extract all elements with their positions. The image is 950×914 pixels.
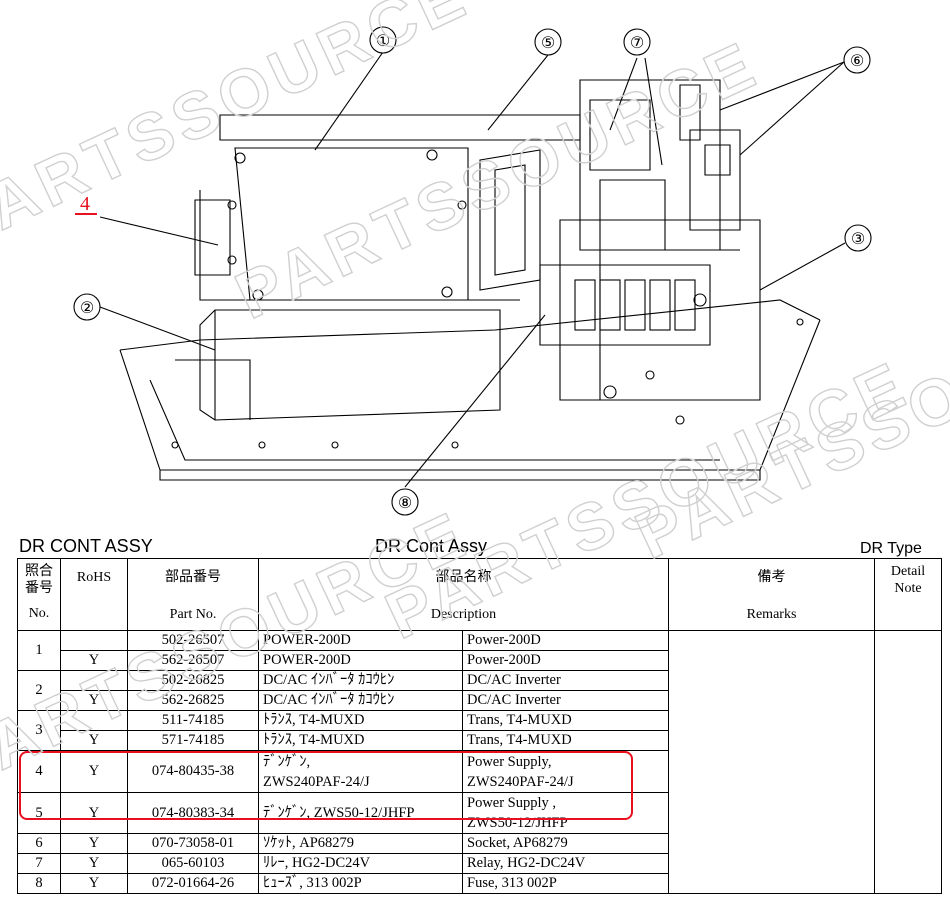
cell-no: 7 bbox=[17, 853, 61, 874]
cell-part-no: 562-26507 bbox=[127, 650, 259, 671]
cell-desc-en: Fuse, 313 002P bbox=[461, 873, 670, 894]
cell-desc-en: Power-200D bbox=[461, 650, 670, 671]
callout-5: ⑤ bbox=[541, 33, 555, 52]
cell-rohs: Y bbox=[60, 873, 128, 894]
cell-part-no: 511-74185 bbox=[127, 710, 259, 731]
cell-rohs bbox=[60, 710, 128, 731]
table-row: 8 Y 072-01664-26 ﾋｭｰｽﾞ, 313 002P Fuse, 3… bbox=[17, 873, 942, 894]
table-title-right: DR Type bbox=[860, 540, 922, 557]
assembly-linework bbox=[119, 79, 821, 481]
cell-no: 5 bbox=[17, 792, 61, 834]
table-title-left: DR CONT ASSY bbox=[19, 536, 153, 556]
callout-labels: ① ⑤ ⑦ ⑥ ③ ② ⑧ bbox=[80, 31, 865, 512]
cell-desc-en: DC/AC Inverter bbox=[461, 670, 670, 691]
cell-rohs: Y bbox=[60, 750, 128, 793]
cell-rohs: Y bbox=[60, 690, 128, 711]
cell-rohs: Y bbox=[60, 650, 128, 671]
cell-no: 2 bbox=[17, 670, 61, 711]
cell-no: 8 bbox=[17, 873, 61, 894]
cell-desc-jp: ﾃﾞﾝｹﾞﾝ, ZWS240PAF-24/J bbox=[258, 750, 463, 793]
cell-detail-note bbox=[874, 630, 943, 894]
cell-rohs bbox=[60, 670, 128, 691]
cell-no: 1 bbox=[17, 630, 61, 671]
cell-part-no: 074-80435-38 bbox=[127, 750, 259, 793]
leader-lines bbox=[99, 51, 846, 488]
table-row: 4 Y 074-80435-38 ﾃﾞﾝｹﾞﾝ, ZWS240PAF-24/J … bbox=[17, 750, 942, 793]
cell-no: 6 bbox=[17, 833, 61, 854]
table-row: Y 562-26825 DC/AC ｲﾝﾊﾞｰﾀ ｶｺｳﾋﾝ DC/AC Inv… bbox=[18, 690, 942, 711]
cell-desc-en: Relay, HG2-DC24V bbox=[461, 853, 670, 874]
callout-circles bbox=[73, 26, 872, 516]
callout-6: ⑥ bbox=[850, 51, 864, 70]
cell-part-no: 562-26825 bbox=[127, 690, 259, 711]
cell-desc-en: Power Supply, ZWS240PAF-24/J bbox=[461, 750, 670, 793]
cell-desc-jp: POWER-200D bbox=[258, 630, 463, 651]
cell-rohs: Y bbox=[60, 853, 128, 874]
cell-rohs: Y bbox=[60, 833, 128, 854]
cell-part-no: 074-80383-34 bbox=[127, 792, 259, 834]
cell-rohs bbox=[60, 630, 128, 651]
cell-no: 4 bbox=[17, 750, 61, 793]
cell-desc-jp: DC/AC ｲﾝﾊﾞｰﾀ ｶｺｳﾋﾝ bbox=[258, 690, 463, 711]
table-row: Y 562-26507 POWER-200D Power-200D bbox=[18, 650, 942, 671]
table-row: 3 511-74185 ﾄﾗﾝｽ, T4-MUXD Trans, T4-MUXD bbox=[17, 710, 942, 751]
cell-desc-en: Socket, AP68279 bbox=[461, 833, 670, 854]
cell-desc-en: Power-200D bbox=[461, 630, 670, 651]
cell-rohs: Y bbox=[60, 792, 128, 834]
cell-desc-jp: ﾄﾗﾝｽ, T4-MUXD bbox=[258, 730, 463, 751]
header-detail-note: Detail Note bbox=[874, 558, 943, 631]
cell-rohs: Y bbox=[60, 730, 128, 751]
table-row: Y 571-74185 ﾄﾗﾝｽ, T4-MUXD Trans, T4-MUXD bbox=[18, 730, 942, 751]
cell-desc-jp: ﾋｭｰｽﾞ, 313 002P bbox=[258, 873, 463, 894]
cell-part-no: 502-26507 bbox=[127, 630, 259, 651]
cell-desc-en: DC/AC Inverter bbox=[461, 690, 670, 711]
cell-desc-jp: POWER-200D bbox=[258, 650, 463, 671]
cell-part-no: 072-01664-26 bbox=[127, 873, 259, 894]
cell-part-no: 502-26825 bbox=[127, 670, 259, 691]
table-row: 1 502-26507 POWER-200D Power-200D bbox=[17, 630, 943, 894]
header-rohs: RoHS bbox=[60, 558, 128, 631]
cell-part-no: 070-73058-01 bbox=[127, 833, 259, 854]
callout-2: ② bbox=[80, 298, 94, 317]
cell-desc-jp: ﾘﾚｰ, HG2-DC24V bbox=[258, 853, 463, 874]
cell-part-no: 571-74185 bbox=[127, 730, 259, 751]
cell-remarks bbox=[668, 630, 876, 894]
cell-part-no: 065-60103 bbox=[127, 853, 259, 874]
assembly-drawing: ① ⑤ ⑦ ⑥ ③ ② ⑧ 4 bbox=[73, 26, 872, 516]
cell-no: 3 bbox=[17, 710, 61, 751]
cell-desc-en: Power Supply , ZWS50-12/JHFP bbox=[461, 792, 670, 834]
cell-desc-en: Trans, T4-MUXD bbox=[461, 730, 670, 751]
table-row: 6 Y 070-73058-01 ｿｹｯﾄ, AP68279 Socket, A… bbox=[17, 833, 942, 854]
cell-desc-en: Trans, T4-MUXD bbox=[461, 710, 670, 731]
callout-3: ③ bbox=[851, 229, 865, 248]
cell-desc-jp: ﾄﾗﾝｽ, T4-MUXD bbox=[258, 710, 463, 731]
table-row: 5 Y 074-80383-34 ﾃﾞﾝｹﾞﾝ, ZWS50-12/JHFP P… bbox=[17, 792, 942, 834]
table-title-center: DR Cont Assy bbox=[375, 536, 488, 556]
table-row: 2 502-26825 DC/AC ｲﾝﾊﾞｰﾀ ｶｺｳﾋﾝ DC/AC Inv… bbox=[17, 670, 942, 711]
callout-1: ① bbox=[376, 31, 390, 50]
callout-7: ⑦ bbox=[630, 33, 644, 52]
cell-desc-jp: DC/AC ｲﾝﾊﾞｰﾀ ｶｺｳﾋﾝ bbox=[258, 670, 463, 691]
cell-desc-jp: ﾃﾞﾝｹﾞﾝ, ZWS50-12/JHFP bbox=[258, 792, 463, 834]
cell-desc-jp: ｿｹｯﾄ, AP68279 bbox=[258, 833, 463, 854]
callout-4: 4 bbox=[80, 193, 90, 215]
callout-8: ⑧ bbox=[398, 493, 412, 512]
